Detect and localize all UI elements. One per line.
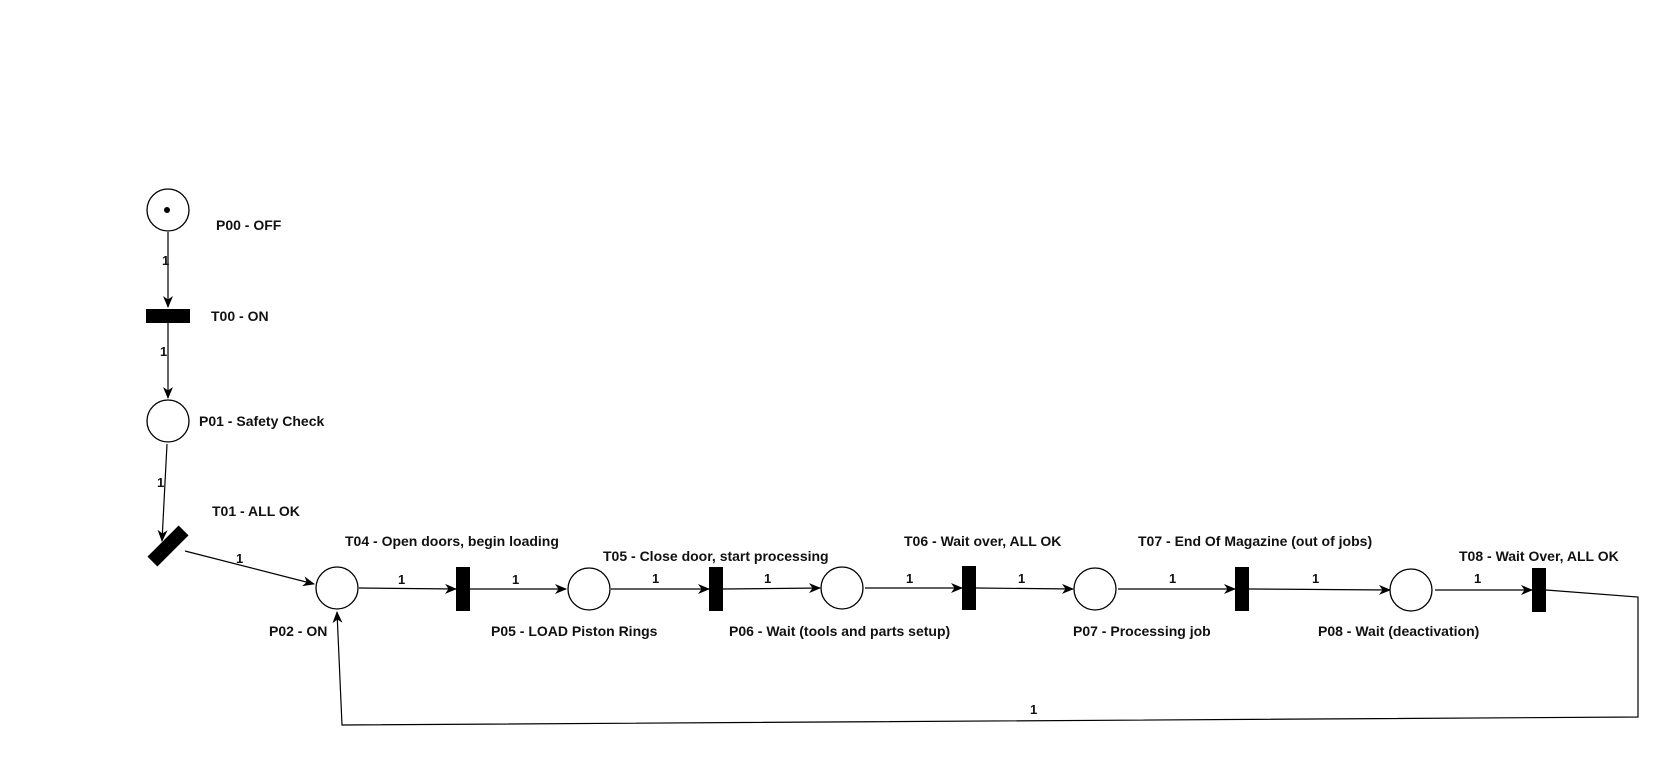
place-label-p08: P08 - Wait (deactivation) [1318, 623, 1479, 639]
transition-label-t00: T00 - ON [211, 308, 269, 324]
transition-t00[interactable] [146, 309, 190, 323]
weight-t05-p06: 1 [764, 571, 771, 586]
weight-p02-t04: 1 [398, 572, 405, 587]
arc-p01-t01 [157, 443, 168, 542]
transition-labels: T00 - ON T01 - ALL OK T04 - Open doors, … [211, 308, 1619, 564]
place-p05[interactable] [567, 567, 611, 611]
place-label-p01: P01 - Safety Check [199, 413, 324, 429]
weight-p00-t00: 1 [162, 253, 169, 268]
arc-weights: 1 1 1 1 1 1 1 1 1 1 1 1 1 1 [157, 253, 1481, 717]
weight-t06-p07: 1 [1018, 571, 1025, 586]
weight-p05-t05: 1 [652, 571, 659, 586]
place-label-p05: P05 - LOAD Piston Rings [491, 623, 658, 639]
transition-label-t04: T04 - Open doors, begin loading [345, 533, 559, 549]
weight-t01-p02: 1 [236, 551, 243, 566]
transition-label-t01: T01 - ALL OK [212, 503, 300, 519]
token-icon [164, 207, 170, 213]
place-p06[interactable] [820, 566, 864, 610]
weight-t08-p02: 1 [1030, 702, 1037, 717]
place-label-p06: P06 - Wait (tools and parts setup) [729, 623, 950, 639]
place-label-p00: P00 - OFF [216, 217, 282, 233]
weight-p08-t08: 1 [1474, 571, 1481, 586]
arc-t07-p08 [1248, 584, 1391, 595]
place-label-p02: P02 - ON [269, 623, 327, 639]
transition-t07[interactable] [1235, 567, 1249, 611]
transition-t08[interactable] [1532, 568, 1546, 612]
transition-label-t05: T05 - Close door, start processing [603, 548, 829, 564]
place-p00[interactable] [146, 188, 190, 232]
weight-t04-p05: 1 [512, 572, 519, 587]
transition-label-t08: T08 - Wait Over, ALL OK [1459, 548, 1619, 564]
transition-t06[interactable] [962, 566, 976, 610]
weight-t00-p01: 1 [160, 344, 167, 359]
weight-p06-t06: 1 [906, 571, 913, 586]
arc-t05-p06 [722, 583, 821, 594]
transition-t01[interactable] [147, 525, 189, 567]
arc-t08-p02 [332, 589, 1639, 726]
place-label-p07: P07 - Processing job [1073, 623, 1211, 639]
transition-label-t07: T07 - End Of Magazine (out of jobs) [1138, 533, 1372, 549]
arc-t06-p07 [975, 583, 1074, 594]
place-p01[interactable] [146, 399, 190, 443]
weight-p01-t01: 1 [157, 475, 164, 490]
transition-t05[interactable] [709, 567, 723, 611]
transition-t04[interactable] [456, 567, 470, 611]
place-p08[interactable] [1389, 568, 1433, 612]
arcs [157, 232, 1639, 726]
weight-t07-p08: 1 [1312, 571, 1319, 586]
transitions [146, 309, 1546, 612]
transition-label-t06: T06 - Wait over, ALL OK [904, 533, 1061, 549]
place-p07[interactable] [1073, 567, 1117, 611]
place-labels: P00 - OFF P01 - Safety Check P02 - ON P0… [199, 217, 1479, 639]
weight-p07-t07: 1 [1169, 571, 1176, 586]
place-p02[interactable] [315, 566, 359, 610]
arc-t01-p02 [184, 550, 315, 587]
arc-p02-t04 [358, 583, 457, 594]
places [146, 188, 1433, 612]
